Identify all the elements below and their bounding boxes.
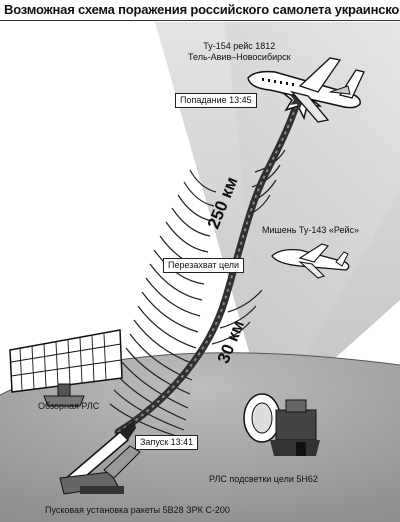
illumination-radar	[243, 393, 320, 456]
illumination-radar-label: РЛС подсветки цели 5Н62	[209, 474, 318, 484]
search-radar-label: Обзорная РЛС	[38, 401, 100, 411]
launcher-label: Пусковая установка ракеты 5В28 ЗРК С-200	[45, 505, 230, 515]
illumination-beam-core	[225, 22, 400, 418]
target-drone-tu143	[271, 243, 350, 279]
missile-launcher	[59, 420, 141, 495]
launch-label: Запуск 13:41	[135, 435, 199, 450]
target-drone-label: Мишень Ту-143 «Рейс»	[262, 225, 360, 235]
search-radar	[9, 329, 123, 407]
aircraft-label-line2: Тель-Авив–Новосибирск	[188, 52, 291, 62]
aircraft-label-line1: Ту-154 рейс 1812	[203, 41, 276, 51]
aircraft-tu154	[247, 57, 365, 123]
missile-trail-texture	[117, 99, 299, 433]
recapture-label: Перезахват цели	[163, 258, 245, 273]
aircraft-label: Ту-154 рейс 1812 Тель-Авив–Новосибирск	[188, 41, 291, 63]
hit-label: Попадание 13:45	[175, 93, 257, 108]
title-rule	[0, 20, 400, 21]
page-title: Возможная схема поражения российского са…	[4, 2, 400, 17]
